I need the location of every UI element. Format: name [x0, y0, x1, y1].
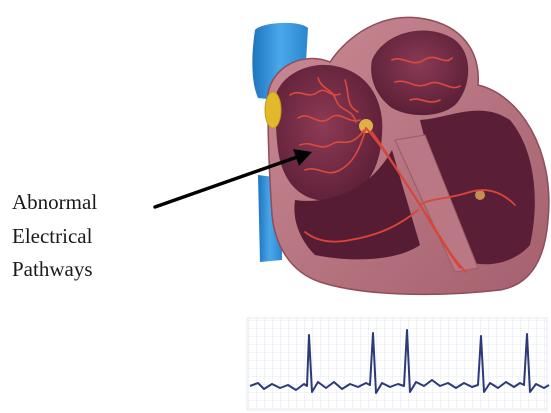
label-line-2: Electrical [12, 220, 162, 254]
ventricle-spark [475, 190, 485, 200]
label-line-1: Abnormal [12, 186, 162, 220]
annotation-label: Abnormal Electrical Pathways [12, 186, 162, 287]
left-atrium-chamber [371, 30, 468, 115]
sa-node [265, 92, 281, 128]
label-line-3: Pathways [12, 253, 162, 287]
ecg-strip [247, 318, 549, 410]
